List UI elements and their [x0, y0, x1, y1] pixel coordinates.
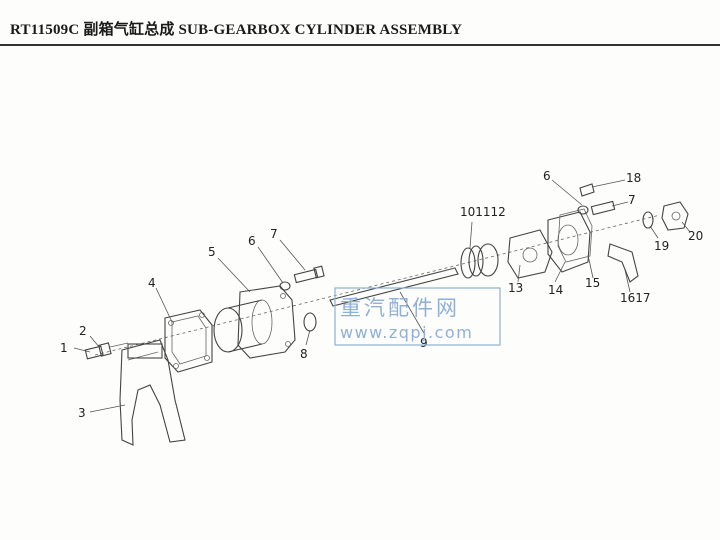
part-piston-10-11-12: [460, 243, 499, 279]
callout-8: 8: [300, 347, 308, 361]
part-cylinder-housing-5: [213, 285, 296, 359]
page-title: RT11509C 副箱气缸总成 SUB-GEARBOX CYLINDER ASS…: [10, 22, 463, 38]
leader-lines: [73, 179, 691, 413]
callout-7-left: 7: [270, 227, 278, 241]
part-bolt-7-left: [293, 265, 325, 284]
callout-1: 1: [60, 341, 68, 355]
callout-13: 13: [508, 281, 523, 295]
callout-16-17: 1617: [620, 291, 651, 305]
callout-4: 4: [148, 276, 156, 290]
part-fitting-18: [579, 183, 595, 197]
callout-6-right: 6: [543, 169, 551, 183]
callout-20: 20: [688, 229, 703, 243]
part-piston-rod-9: [329, 267, 459, 307]
part-gasket-15: [557, 208, 593, 263]
callout-2: 2: [79, 324, 87, 338]
part-gasket-4: [164, 309, 213, 373]
part-bolt-7-right: [590, 200, 616, 216]
callout-7-right: 7: [628, 193, 636, 207]
callout-6-left: 6: [248, 234, 256, 248]
watermark-frame: [334, 287, 501, 346]
part-o-ring-8: [303, 312, 317, 332]
watermark: 重汽配件网 www.zqpj.com: [334, 287, 501, 346]
part-fitting-20: [661, 201, 689, 231]
part-inner-cover-13: [507, 229, 553, 279]
callout-3: 3: [78, 406, 86, 420]
assembly-axis: [94, 214, 661, 356]
part-washer-6-right: [577, 205, 589, 215]
callout-9: 9: [420, 336, 428, 350]
part-cylinder-cover-14: [547, 211, 591, 273]
callout-labels: 1 2 3 4 5 6 7 8 9 101112 13 14 15 1617 6…: [60, 169, 703, 420]
part-washer-6-left: [279, 281, 291, 291]
title-rule: [0, 44, 720, 46]
watermark-url-text: www.zqpj.com: [340, 323, 473, 342]
part-seal-19: [642, 211, 654, 229]
watermark-cn-text: 重汽配件网: [340, 296, 460, 320]
callout-19: 19: [654, 239, 669, 253]
callout-5: 5: [208, 245, 216, 259]
callout-14: 14: [548, 283, 563, 297]
part-shift-fork-3: [119, 339, 186, 446]
callout-15: 15: [585, 276, 600, 290]
part-bolt-1-2: [84, 342, 129, 360]
callout-18: 18: [626, 171, 641, 185]
part-bracket-16-17: [607, 243, 639, 283]
callout-10-11-12: 101112: [460, 205, 506, 219]
